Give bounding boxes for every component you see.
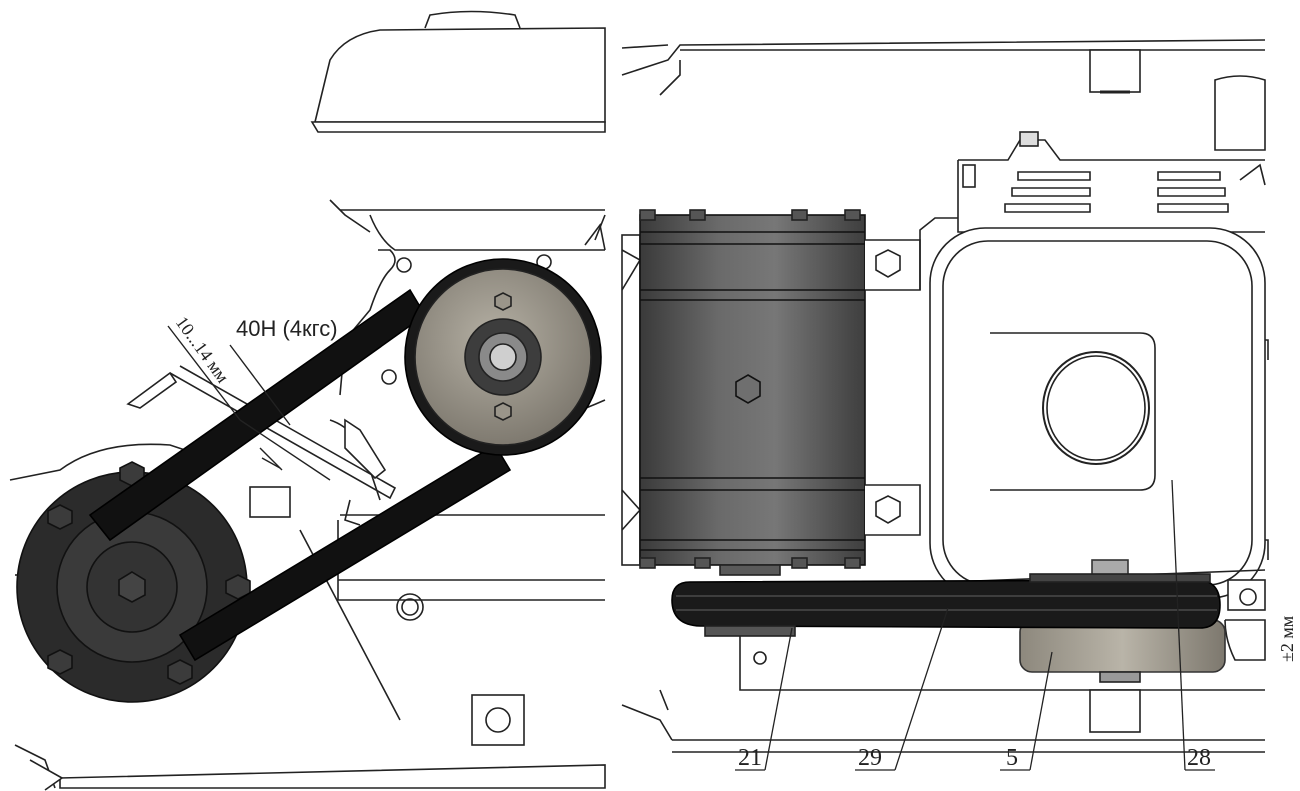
left-view	[9, 10, 606, 791]
frame-rail-top	[621, 39, 1266, 96]
drum-roller	[621, 209, 866, 576]
callout-leaders	[735, 479, 1215, 771]
callout-21: 21	[738, 745, 762, 771]
callout-29: 29	[858, 745, 882, 771]
cooling-vents	[1004, 171, 1229, 213]
force-label: 40Н (4кгс)	[236, 316, 338, 341]
callout-5: 5	[1006, 745, 1018, 771]
fuel-tank	[310, 10, 606, 233]
right-view	[621, 39, 1269, 771]
engine-shroud	[957, 75, 1266, 233]
mounting-brackets	[865, 217, 958, 536]
deflection-label: 10...14 мм	[172, 313, 233, 387]
frame-rail-bottom	[621, 689, 1265, 753]
frame-rail-left	[9, 443, 606, 791]
v-belt-left	[88, 288, 512, 662]
engine-pulley	[404, 258, 602, 456]
air-filter-cover	[929, 227, 1269, 599]
deflection-measurement	[167, 325, 331, 481]
alignment-tolerance-label: ±2 мм	[1277, 616, 1297, 662]
callout-28: 28	[1187, 745, 1211, 771]
tension-bracket	[126, 365, 397, 526]
v-belt-right	[671, 573, 1221, 637]
